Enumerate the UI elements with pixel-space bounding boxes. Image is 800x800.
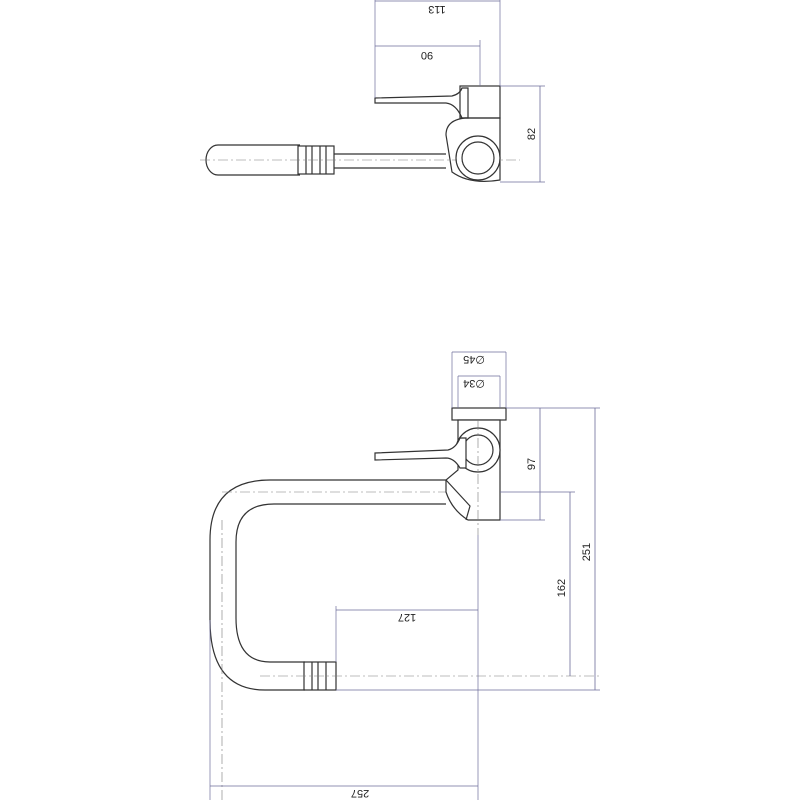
- dim-depth: 82: [526, 128, 538, 140]
- top-view-dimensions: 113 90 82: [374, 0, 545, 183]
- dim-overall-reach: 257: [351, 787, 369, 799]
- dim-overall-height: 251: [581, 543, 593, 561]
- front-view: ∅45 ∅34 97 251 162 127: [209, 351, 600, 800]
- dim-body-height: 97: [526, 458, 538, 470]
- dim-body-diameter: ∅34: [463, 377, 485, 389]
- front-view-dimensions: ∅45 ∅34 97 251 162 127: [209, 351, 600, 800]
- top-view-body: [445, 85, 501, 182]
- dim-spout-offset: 127: [398, 611, 416, 623]
- front-view-spout: [209, 479, 600, 800]
- top-view-lever: [374, 87, 469, 119]
- dim-spout-height: 162: [556, 579, 568, 597]
- dim-escutcheon-diameter: ∅45: [463, 353, 485, 365]
- top-view: 113 90 82: [200, 0, 545, 183]
- front-view-lever: [374, 437, 467, 469]
- dim-lever-to-axis: 90: [421, 49, 433, 61]
- front-view-body: [445, 407, 507, 535]
- dim-overall-width: 113: [428, 3, 446, 15]
